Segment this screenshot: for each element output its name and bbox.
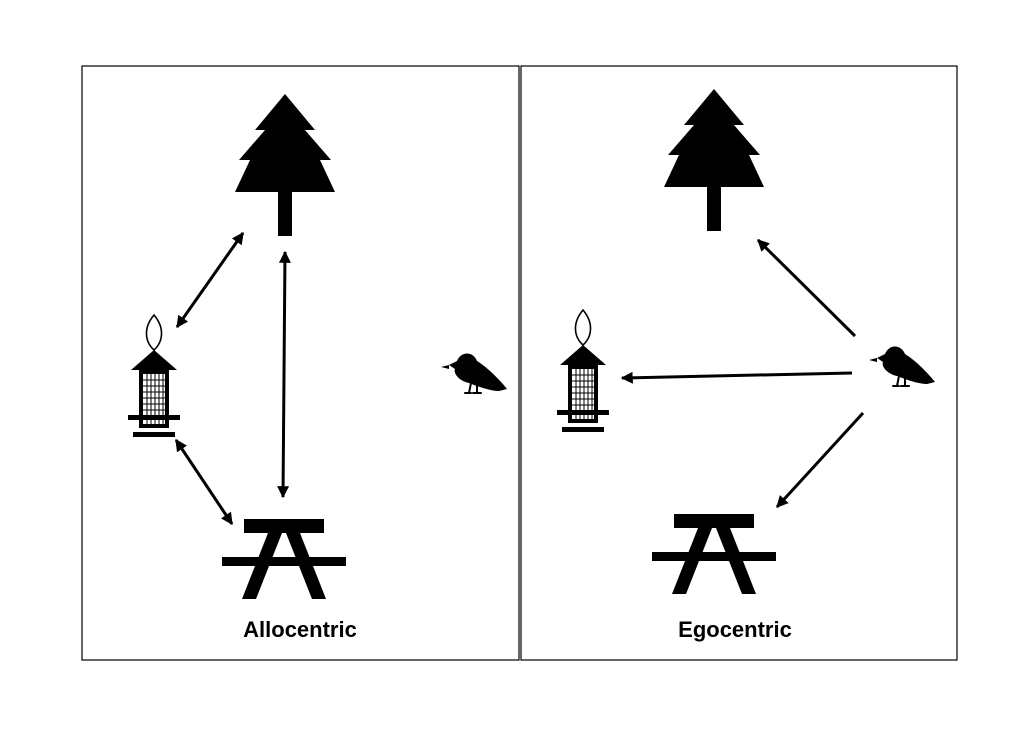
arrow-tree-table [277, 250, 291, 499]
bird-feeder-icon [127, 314, 181, 438]
picnic-table-icon [652, 514, 776, 594]
allocentric-label: Allocentric [243, 617, 357, 642]
arrow-bird-tree [756, 238, 857, 338]
arrow-bird-table [775, 411, 865, 509]
arrow-bird-feeder [620, 371, 853, 384]
bird-icon [869, 345, 936, 387]
egocentric-label: Egocentric [678, 617, 792, 642]
tree-icon [235, 94, 335, 236]
allocentric-panel-frame [81, 65, 520, 661]
bird-icon [441, 352, 508, 394]
arrow-feeder-table [174, 439, 234, 525]
arrow-tree-feeder [175, 232, 245, 328]
egocentric-panel-frame [520, 65, 958, 661]
bird-feeder-icon [556, 309, 610, 433]
picnic-table-icon [222, 519, 346, 599]
tree-icon [664, 89, 764, 231]
